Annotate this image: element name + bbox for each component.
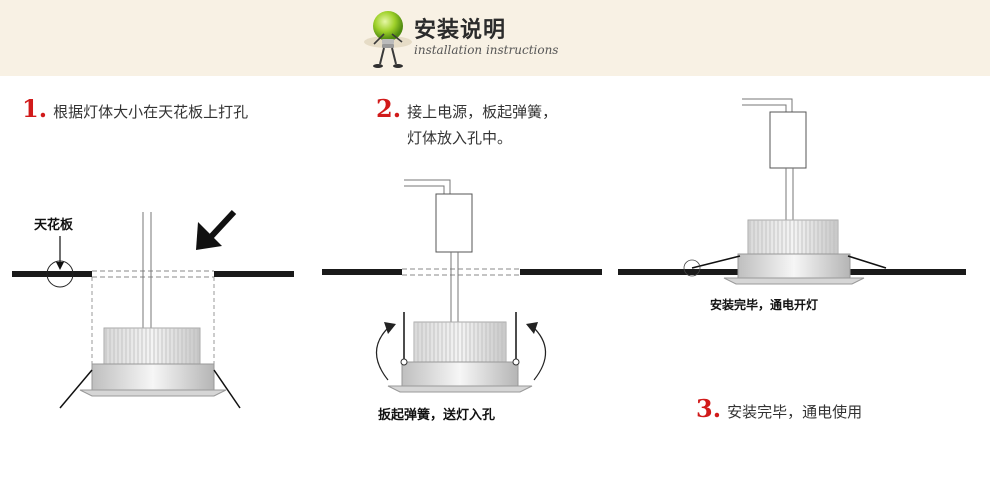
diagram-step-2 (322, 179, 602, 393)
power-driver-box (435, 193, 473, 253)
ceiling-board-left (618, 269, 738, 275)
ceiling-board-left (12, 271, 92, 277)
bend-spring-label: 扳起弹簧，送灯入孔 (378, 408, 496, 423)
step-1-text: 根据灯体大小在天花板上打孔 (53, 103, 249, 121)
header-banner: 安装说明 installation instructions (0, 0, 990, 76)
lamp-bezel (387, 385, 533, 393)
rotate-arrow-right-icon (526, 322, 547, 381)
lamp-body (91, 363, 215, 391)
step-2: 2. 接上电源，板起弹簧， 灯体放入孔中。 (376, 96, 557, 151)
install-done-label: 安装完毕，通电开灯 (710, 298, 819, 312)
ceiling-label: 天花板 (34, 218, 74, 233)
lamp-bezel (723, 277, 865, 285)
step-2-number: 2. (376, 94, 402, 123)
ceiling-board-right (214, 271, 294, 277)
step-2-text: 接上电源，板起弹簧， (407, 103, 558, 121)
lamp-bezel (79, 389, 227, 397)
rotate-arrow-left-icon (375, 322, 396, 381)
spring-left (691, 255, 741, 269)
spring-left (59, 369, 93, 409)
spring-right (847, 255, 887, 269)
step-3: 3. 安装完毕，通电使用 (696, 396, 862, 425)
ceiling-board-left (322, 269, 402, 275)
lamp-body (401, 361, 519, 387)
page-subtitle: installation instructions (414, 43, 559, 57)
step-1: 1. 根据灯体大小在天花板上打孔 (22, 96, 248, 125)
diagram-step-1 (12, 209, 294, 409)
step-3-number: 3. (696, 394, 722, 423)
step-2-text-line2: 灯体放入孔中。 (407, 129, 513, 147)
spring-right (213, 369, 241, 409)
power-driver-box (769, 111, 807, 169)
lightbulb-icon (364, 11, 412, 68)
lamp-body (737, 253, 851, 279)
step-3-text: 安装完毕，通电使用 (727, 403, 863, 421)
spring-contact-circle (683, 259, 701, 277)
step-1-number: 1. (22, 94, 48, 123)
ceiling-board-right (850, 269, 966, 275)
page-title: 安装说明 (414, 18, 507, 43)
pointing-arrow-icon (196, 209, 237, 250)
arrow-down-icon (56, 262, 64, 270)
diagram-step-3 (618, 98, 966, 285)
ceiling-board-right (520, 269, 602, 275)
